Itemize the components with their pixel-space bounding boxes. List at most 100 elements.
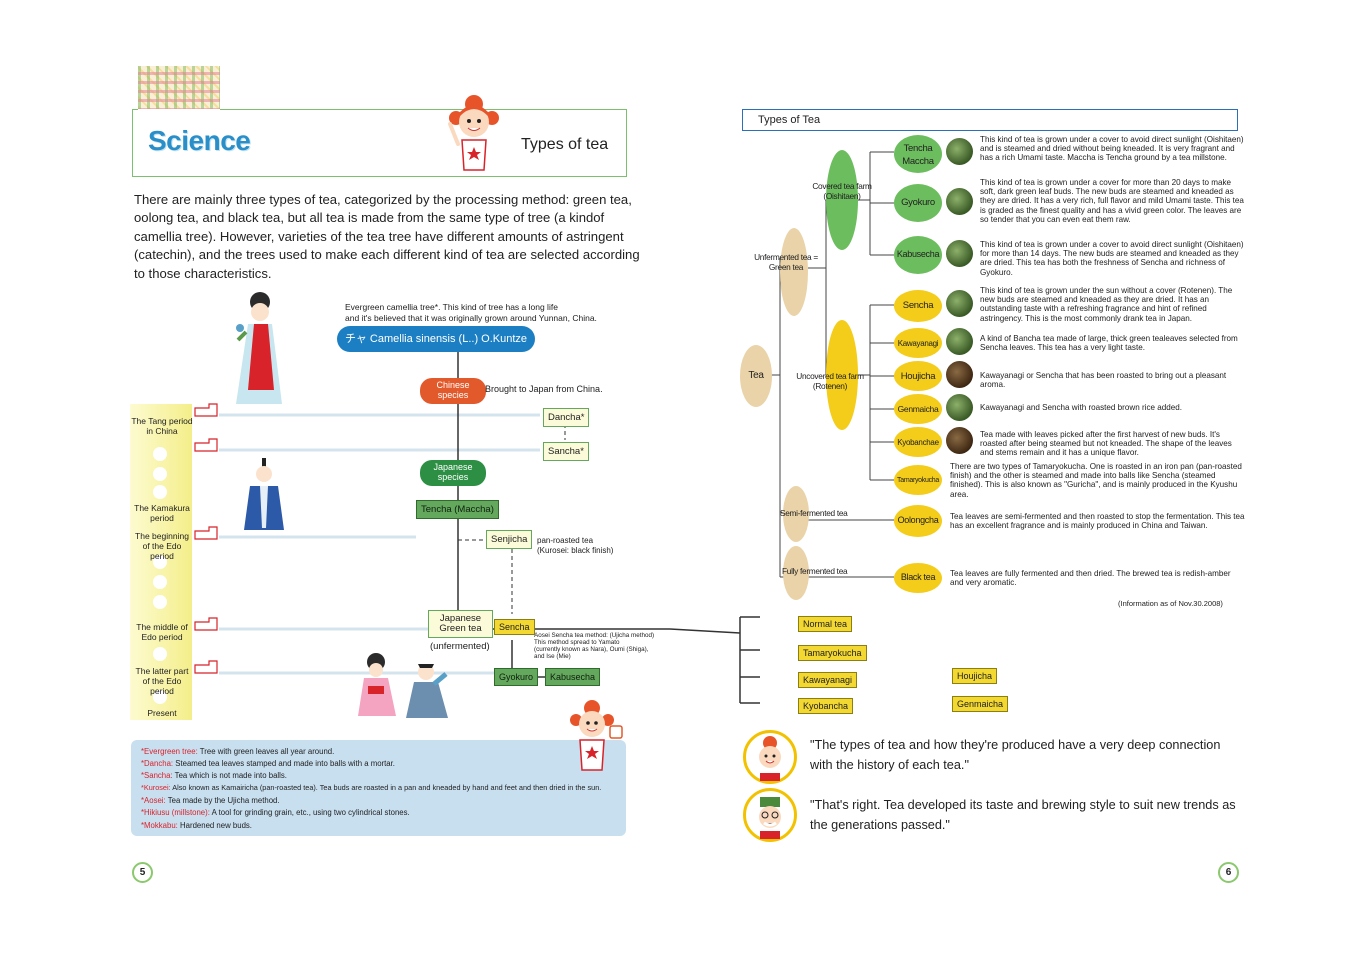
page-number-right: 6 [1218, 862, 1239, 883]
glossary-item: *Mokkabu: Hardened new buds. [141, 821, 252, 830]
period-present: Present [147, 708, 177, 718]
page-number-left: 5 [132, 862, 153, 883]
edo-man-illustration [406, 664, 448, 718]
tamaryokucha-label: Tamaryokucha [897, 477, 939, 484]
grandpa-face-icon [743, 788, 797, 842]
brought-note: Brought to Japan from China. [485, 384, 603, 394]
timeline-dot [153, 595, 167, 609]
plaid-overlay [138, 109, 220, 138]
chinese-species-pill: Chinese species [420, 378, 486, 404]
glossary-item: *Kurosei: Also known as Kamairicha (pan-… [141, 783, 601, 792]
girl-mascot-icon [448, 95, 499, 171]
senjicha-note-1: pan-roasted tea [537, 536, 594, 545]
kawayanagi-ellipse [894, 328, 942, 358]
black-tea-description: Tea leaves are fully fermented and then … [950, 569, 1231, 588]
girl-face-drawing [759, 736, 781, 781]
glossary-term: *Hikiusu (millstone): [141, 808, 210, 817]
houjicha-node: Houjicha [952, 668, 998, 684]
sencha-description: This kind of tea is grown under the sun … [980, 286, 1233, 323]
aosei-note-2: This method spread to Yamato [534, 639, 620, 646]
timeline-dot [153, 447, 167, 461]
tree-note-1: Evergreen camellia tree*. This kind of t… [345, 302, 558, 312]
glossary-term: *Mokkabu: [141, 821, 178, 830]
quote-1: "The types of tea and how they're produc… [810, 738, 1221, 772]
kyobancha-node: Kyobancha [798, 698, 854, 714]
sancha-node: Sancha* [543, 442, 589, 461]
houjicha-description: Kawayanagi or Sencha that has been roast… [980, 371, 1227, 390]
covered-ellipse [826, 150, 858, 250]
tang-lady-illustration [236, 292, 282, 404]
kyobanchae-ellipse [894, 427, 942, 457]
sencha-leaf-photo [946, 290, 973, 317]
kawayanagi-node: Kawayanagi [798, 672, 858, 688]
glossary-text: Tea which is not made into balls. [172, 771, 287, 780]
kawayanagi-label: Kawayanagi [897, 339, 939, 348]
glossary-term: *Evergreen tree: [141, 747, 198, 756]
black-tea-ellipse [894, 563, 942, 593]
houjicha-label: Houjicha [900, 371, 936, 382]
tencha-leaf-photo [946, 138, 973, 165]
page-title: Types of tea [521, 136, 609, 153]
tamaryokucha-ellipse [894, 465, 942, 495]
kabusecha-description: This kind of tea is grown under a cover … [980, 240, 1244, 277]
gyokuro-label: Gyokuro [901, 197, 935, 208]
glossary-item: *Sancha: Tea which is not made into ball… [141, 771, 287, 780]
japanese-green-tea-node: Japanese Green tea [428, 610, 493, 638]
japanese-species-pill: Japanese species [420, 460, 486, 486]
kabusecha-ellipse [894, 236, 942, 274]
glossary-item: *Dancha: Steamed tea leaves stamped and … [141, 759, 395, 768]
houjicha-leaf-photo [946, 361, 973, 388]
section-word: Science [148, 125, 251, 156]
aosei-note-4: and Ise (Mie) [534, 653, 571, 660]
kabusecha-leaf-photo [946, 240, 973, 267]
kamakura-monk-illustration [244, 458, 284, 530]
gyokuro-ellipse [894, 184, 942, 222]
timeline-dot [153, 485, 167, 499]
girl-face-icon [743, 730, 797, 784]
covered-label: Covered tea farm (Oishitaen) [812, 181, 872, 201]
tencha-description: This kind of tea is grown under a cover … [980, 135, 1244, 163]
types-tree-lines [766, 151, 894, 578]
genmaicha-description: Kawayanagi and Sencha with roasted brown… [980, 403, 1183, 412]
quote-2: "That's right. Tea developed its taste a… [810, 798, 1236, 832]
unfermented-label: Unfermented tea = Green tea [754, 252, 818, 272]
semi-fermented-ellipse [783, 486, 809, 542]
unfermented-ellipse [780, 228, 808, 316]
camellia-root: チャ Camellia sinensis (L..) O.Kuntze [337, 326, 535, 352]
sencha-node: Sencha [494, 619, 535, 635]
uncovered-ellipse [826, 320, 858, 430]
kyobanchae-description: Tea made with leaves picked after the fi… [980, 430, 1232, 458]
tencha-ellipse [894, 135, 942, 173]
gyokuro-description: This kind of tea is grown under a cover … [980, 178, 1244, 224]
glossary-text: Tree with green leaves all year around. [197, 747, 335, 756]
black-tea-label: Black tea [900, 572, 936, 582]
sencha-label: Sencha [902, 300, 934, 311]
girl-with-cup-icon [570, 700, 623, 771]
timeline-dot [153, 555, 167, 569]
timeline-lines [194, 350, 760, 704]
timeline-dot [153, 575, 167, 589]
senjicha-node: Senjicha [486, 530, 533, 549]
kabusecha-label: Kabusecha [896, 249, 940, 259]
glossary-item: *Aosei: Tea made by the Ujicha method. [141, 796, 280, 805]
types-title: Types of Tea [758, 114, 821, 126]
fully-fermented-ellipse [783, 546, 809, 600]
period-tang: The Tang period in China [131, 416, 193, 436]
kyobanchae-label: Kyobanchae [897, 438, 939, 447]
tencha-label: Tencha Maccha [902, 143, 934, 167]
glossary-term: *Dancha: [141, 759, 174, 768]
tamaryokucha-description: There are two types of Tamaryokucha. One… [950, 462, 1242, 499]
aosei-note-3: (currently known as Nara), Oumi (Shiga), [534, 646, 649, 653]
unfermented-label: (unfermented) [430, 641, 490, 652]
glossary-text: A tool for grinding grain, etc., using t… [209, 808, 410, 817]
glossary-text: Tea made by the Ujicha method. [165, 796, 280, 805]
tea-root-ellipse [740, 345, 772, 407]
genmaicha-label: Genmaicha [897, 404, 939, 414]
glossary-text: Also known as Kamairicha (pan-roasted te… [170, 783, 602, 792]
info-note: (Information as of Nov.30.2008) [1118, 599, 1223, 608]
period-edo-latter: The latter part of the Edo period [135, 666, 189, 696]
types-header-box [742, 109, 1238, 131]
kyobanchae-leaf-photo [946, 427, 973, 454]
uncovered-label: Uncovered tea farm (Rotenen) [796, 371, 864, 391]
aosei-note-1: Aosei Sencha tea method: (Ujicha method) [534, 632, 655, 639]
